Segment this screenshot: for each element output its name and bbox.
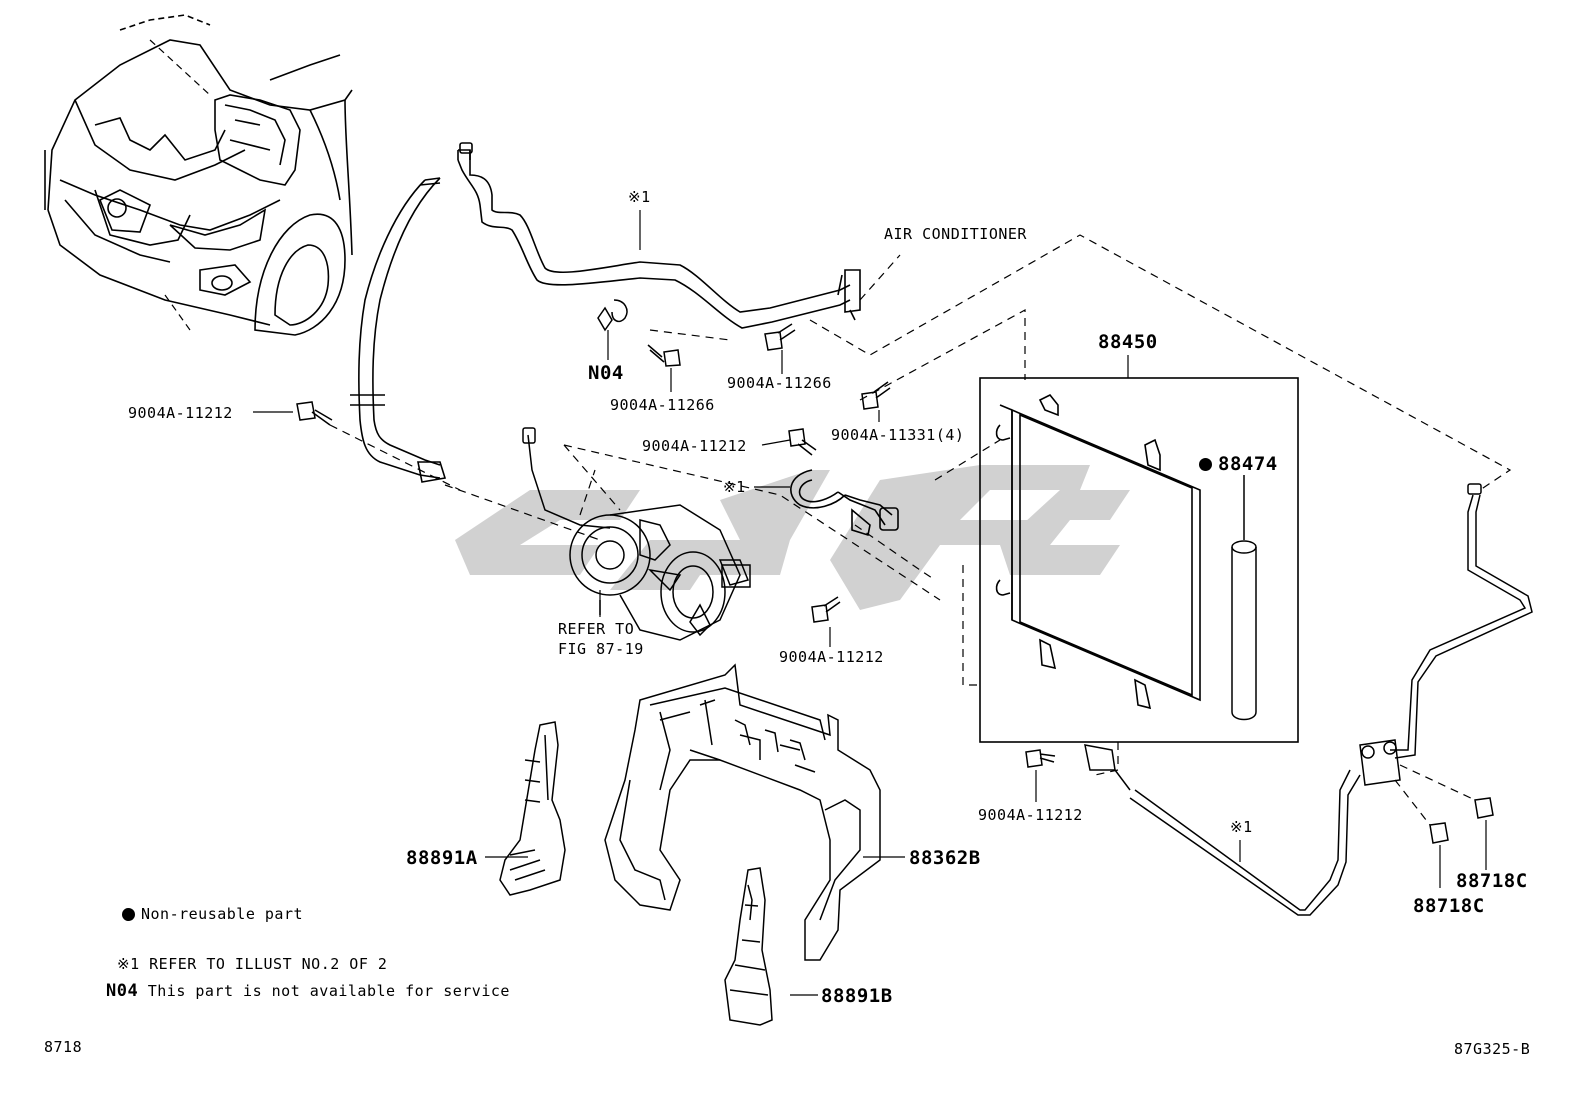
part-label-88474[interactable]: 88474 [1199,453,1278,475]
legend-ref-note: ※1 REFER TO ILLUST NO.2 OF 2 [117,955,388,973]
part-label-9004a-11212-right[interactable]: 9004A-11212 [978,806,1083,824]
legend-n04-note: N04 This part is not available for servi… [106,981,510,1001]
part-label-9004a-11212-lower[interactable]: 9004A-11212 [779,648,884,666]
condenser-group-box [979,377,1299,743]
part-label-9004a-11212-mid[interactable]: 9004A-11212 [642,437,747,455]
liquid-pipe [1084,483,1533,916]
part-label-88718c-upper[interactable]: 88718C [1456,870,1528,892]
footer-left-code: 8718 [44,1038,83,1056]
part-label-n04[interactable]: N04 [588,362,624,384]
ref-mark-label-middle: ※1 [723,478,746,496]
receiver-dryer [1231,475,1257,721]
compressor [522,427,751,641]
part-label-9004a-11266-upper[interactable]: 9004A-11266 [727,374,832,392]
condenser [995,393,1201,710]
part-label-88718c-lower[interactable]: 88718C [1413,895,1485,917]
refer-to-line2[interactable]: FIG 87-19 [558,640,644,658]
part-label-9004a-11266-lower[interactable]: 9004A-11266 [610,396,715,414]
footer-right-code: 87G325-B [1454,1040,1531,1058]
ref-mark-label-top: ※1 [628,188,651,206]
leader-lines-solid [253,210,1487,996]
bracket-88891b [724,867,773,1026]
vehicle-front-illustration [44,14,353,336]
discharge-hose [790,469,899,537]
bracket-88891a [499,721,566,896]
part-label-88891a[interactable]: 88891A [406,847,478,869]
suction-hose [350,142,861,483]
radiator-support-88362b [604,663,881,961]
part-label-88362b[interactable]: 88362B [909,847,981,869]
ref-mark-label-right: ※1 [1230,818,1253,836]
bolts [296,299,1056,768]
refer-to-line1: REFER TO [558,620,635,638]
non-reusable-dot-icon [1199,458,1212,471]
legend-nonreusable: Non-reusable part [122,905,303,923]
watermark-logo [455,465,1130,610]
part-label-88891b[interactable]: 88891B [821,985,893,1007]
section-title: AIR CONDITIONER [884,225,1027,243]
non-reusable-dot-icon [122,908,135,921]
part-label-9004a-11212-left[interactable]: 9004A-11212 [128,404,233,422]
part-label-9004a-11331[interactable]: 9004A-11331(4) [831,426,965,444]
part-label-88450[interactable]: 88450 [1098,331,1158,353]
leader-lines-dashed [329,234,1512,826]
